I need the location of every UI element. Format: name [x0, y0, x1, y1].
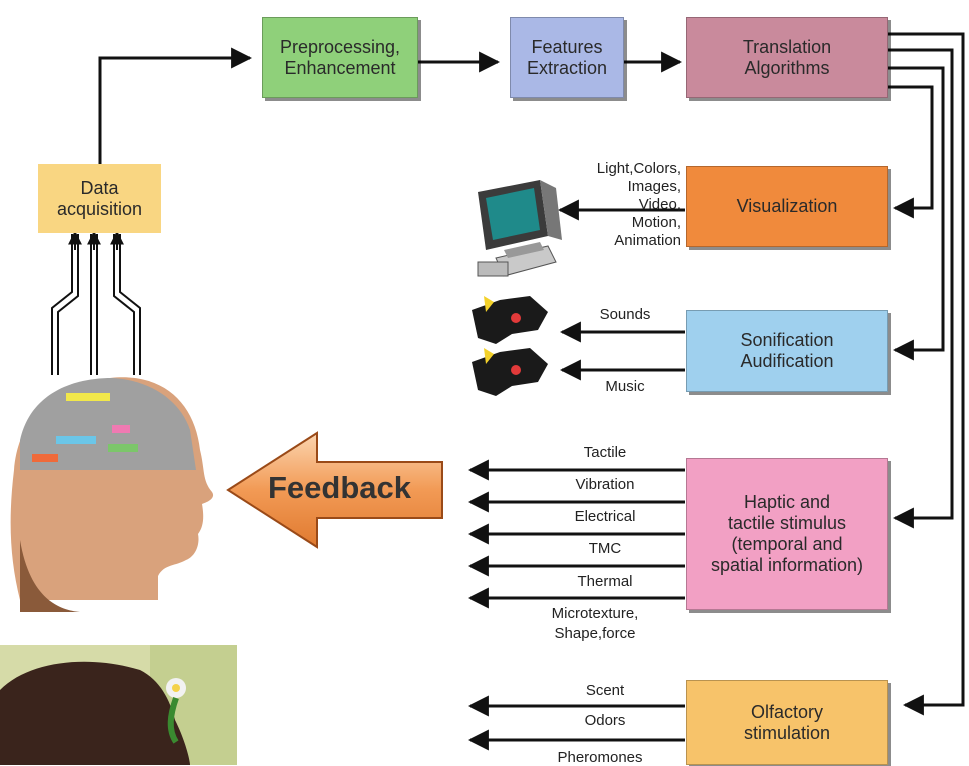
haptic-output-label: Tactile [583, 444, 627, 461]
haptic-output-arrows [467, 459, 685, 609]
node-features-extraction: Features Extraction [510, 17, 624, 98]
haptic-output-label: Microtexture, Shape,force [551, 605, 639, 642]
haptic-output-label: Thermal [577, 573, 633, 590]
feedback-arrow [226, 431, 443, 549]
olfactory-output-label: Odors [584, 712, 626, 729]
node-preprocessing: Preprocessing, Enhancement [262, 17, 418, 98]
node-data-acquisition: Data acquisition [38, 164, 161, 233]
haptic-output-label: TMC [588, 540, 622, 557]
feedback-label: Feedback [268, 470, 412, 505]
haptic-output-label: Vibration [575, 476, 635, 493]
photo-thumbnail [0, 645, 237, 765]
node-sonification: Sonification Audification [686, 310, 888, 392]
olfactory-output-label: Scent [585, 682, 625, 699]
node-olfactory: Olfactory stimulation [686, 680, 888, 765]
line-translation-to-olfactory [888, 32, 965, 716]
node-olfactory-label: Olfactory stimulation [743, 701, 831, 743]
node-haptic-label: Haptic and tactile stimulus (temporal an… [710, 492, 864, 575]
brain-signal-lines [51, 234, 141, 375]
line-translation-to-sonification [888, 66, 945, 361]
line-translation-to-visualization [888, 85, 934, 219]
head-illustration [10, 377, 214, 612]
olfactory-output-label: Pheromones [557, 749, 643, 766]
monitor-icon [477, 180, 562, 277]
line-translation-to-haptic [888, 48, 954, 529]
olfactory-output-arrows [467, 695, 685, 751]
node-translation-algorithms: Translation Algorithms [686, 17, 888, 98]
speaker-icon [472, 348, 548, 396]
node-visualization-label: Visualization [736, 196, 838, 216]
speaker-icon [472, 296, 548, 344]
node-sonification-label: Sonification Audification [740, 330, 834, 371]
sound-output-label: Music [605, 378, 645, 395]
node-data-acquisition-label: Data acquisition [56, 177, 143, 219]
haptic-output-label: Electrical [574, 508, 636, 525]
visual-outputs-label: Light,Colors, Images, Video, Motion, Ani… [596, 160, 681, 249]
node-translation-label: Translation Algorithms [742, 36, 832, 78]
node-features-label: Features Extraction [526, 36, 608, 78]
sound-output-label: Sounds [599, 306, 651, 323]
node-haptic: Haptic and tactile stimulus (temporal an… [686, 458, 888, 610]
arrow-acquisition-to-preprocessing [98, 47, 253, 165]
node-preprocessing-label: Preprocessing, Enhancement [279, 36, 401, 78]
node-visualization: Visualization [686, 166, 888, 247]
